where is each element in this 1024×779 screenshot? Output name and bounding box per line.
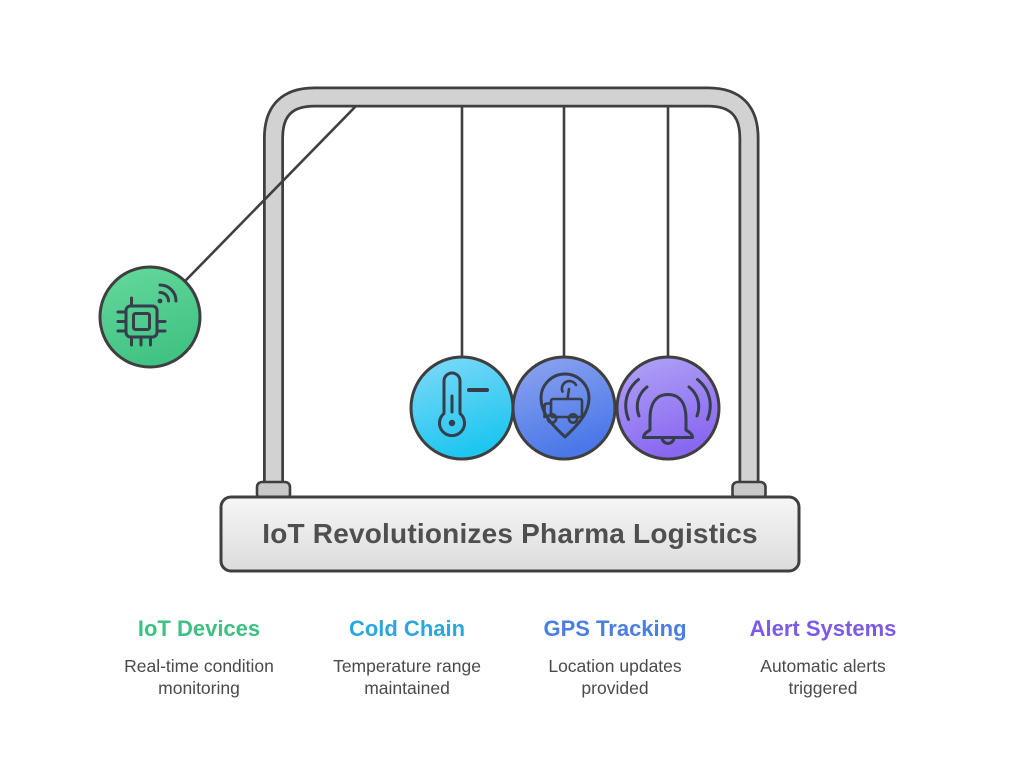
bell-alert-icon <box>624 378 712 445</box>
column-caption: Real-time condition monitoring <box>124 656 274 698</box>
location-pin-truck-icon <box>539 372 591 439</box>
column-caption: Automatic alerts triggered <box>760 656 886 698</box>
column-heading: IoT Devices <box>137 616 261 641</box>
chip-wifi-icon <box>116 283 178 347</box>
column-caption: Temperature range maintained <box>333 656 481 698</box>
base-banner-plate <box>219 495 801 573</box>
page-title: IoT Revolutionizes Pharma Logistics <box>262 518 758 549</box>
column-heading: Cold Chain <box>348 616 466 641</box>
column-alert-systems: Alert Systems Automatic alerts triggered <box>719 616 927 699</box>
column-gps-tracking: GPS Tracking Location updates provided <box>511 616 719 699</box>
column-cold-chain: Cold Chain Temperature range maintained <box>303 616 511 699</box>
legend-columns: IoT Devices Real-time condition monitori… <box>95 616 927 699</box>
ball-gps-tracking <box>511 355 617 461</box>
column-caption: Location updates provided <box>548 656 682 698</box>
thermometer-icon <box>438 371 489 438</box>
title-banner: IoT Revolutionizes Pharma Logistics <box>221 497 799 571</box>
cradle-frame <box>263 86 760 492</box>
column-heading: GPS Tracking <box>543 616 687 641</box>
column-iot-devices: IoT Devices Real-time condition monitori… <box>95 616 303 699</box>
ball-alert-systems <box>615 355 721 461</box>
ball-iot-devices <box>98 265 202 369</box>
pendulum-strings <box>149 105 670 362</box>
ball-cold-chain <box>409 355 515 461</box>
column-heading: Alert Systems <box>749 616 897 641</box>
